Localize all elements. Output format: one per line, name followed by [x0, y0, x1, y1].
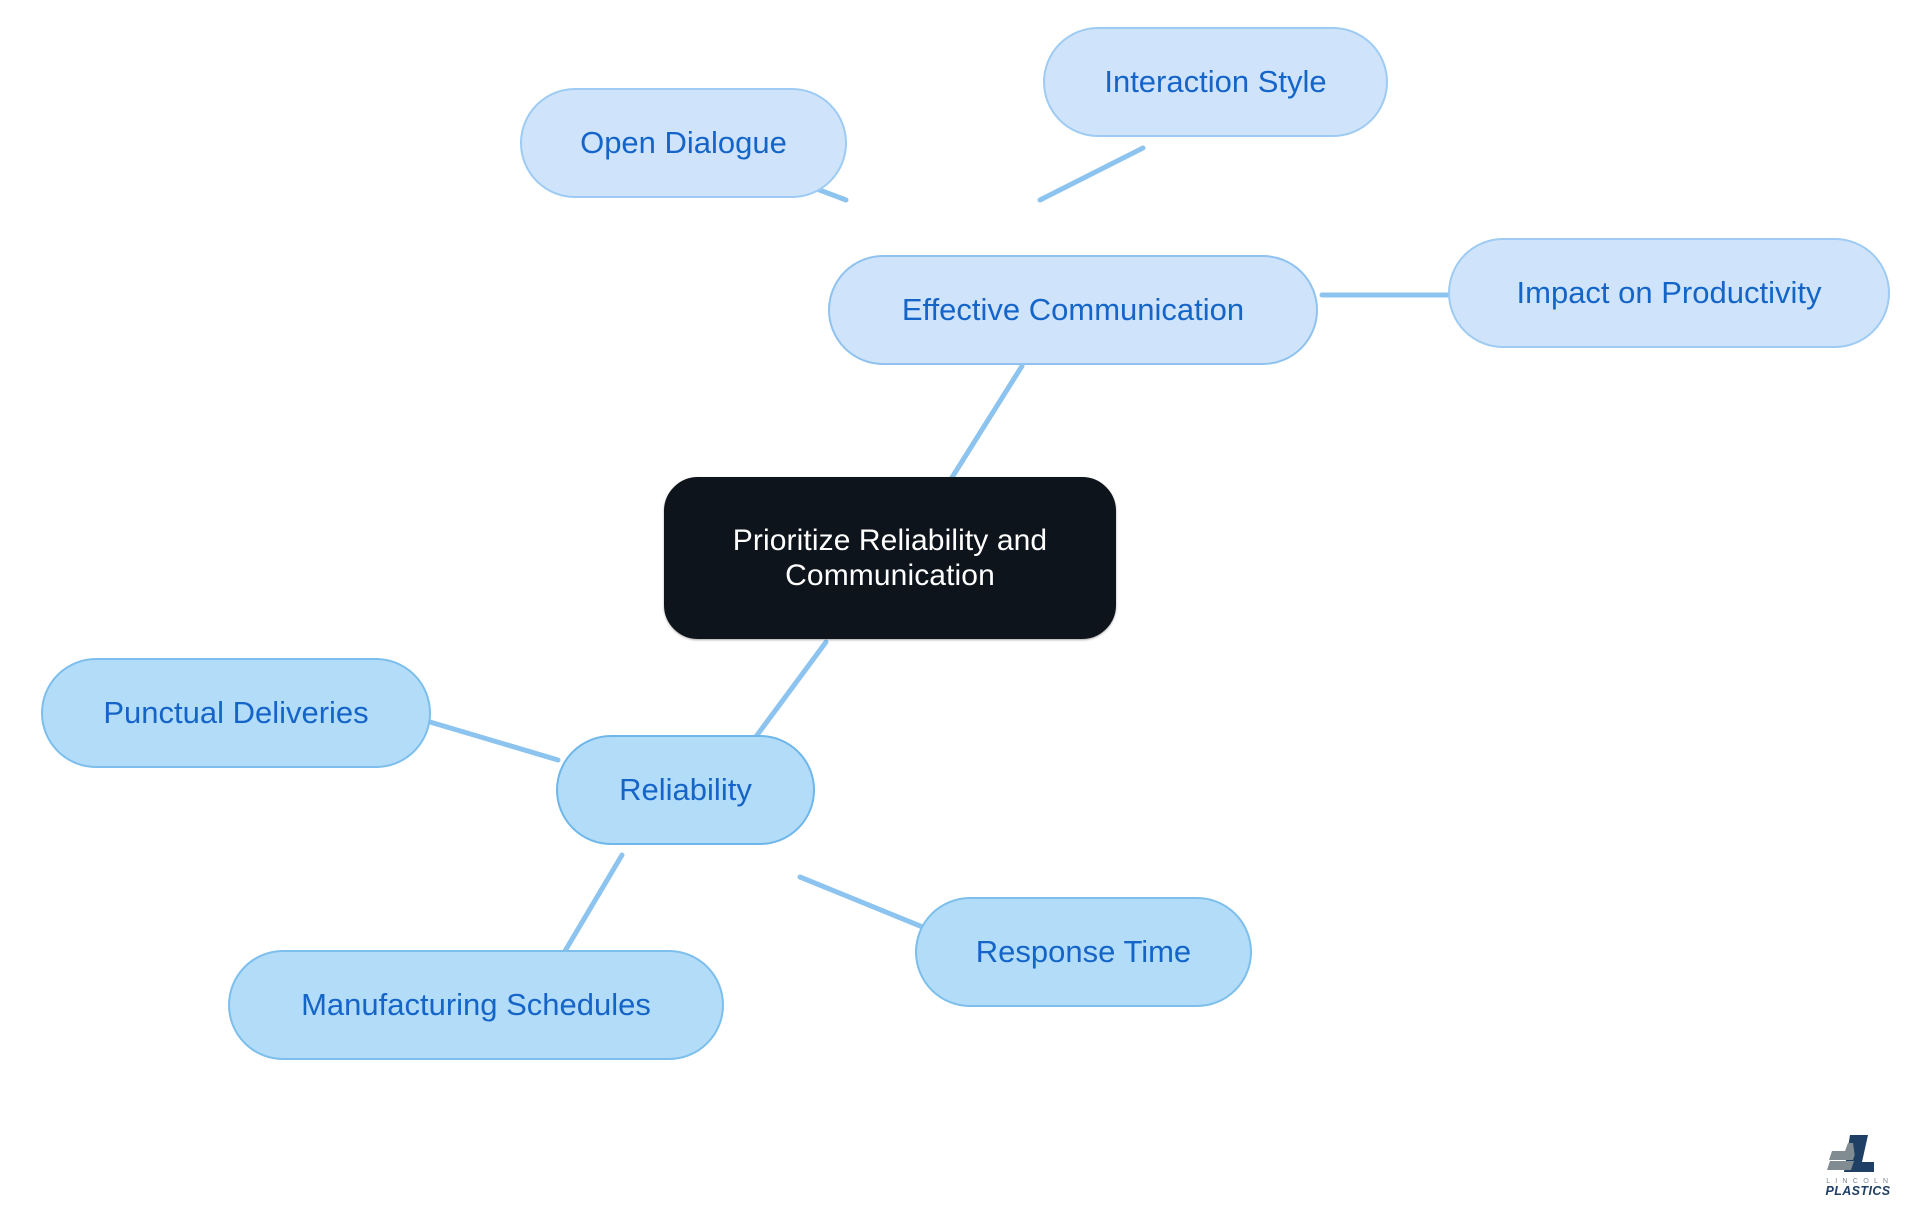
node-response-time-label: Response Time	[975, 933, 1192, 969]
edge-reliability-response-time	[797, 874, 933, 933]
logo-text-lincoln: L I N C O L N	[1826, 1176, 1889, 1185]
logo-mark	[1827, 1135, 1874, 1172]
edge-effective-communication-interaction-style	[1037, 145, 1146, 203]
node-impact-on-productivity-label: Impact on Productivity	[1516, 274, 1822, 310]
node-root-label: Prioritize Reliability and Communication	[732, 523, 1048, 592]
edge-reliability-punctual-deliveries	[427, 719, 561, 763]
lincoln-plastics-logo: L I N C O L N PLASTICS	[1825, 1135, 1890, 1198]
node-interaction-style[interactable]: Interaction Style	[1043, 27, 1388, 137]
node-effective-communication-label: Effective Communication	[901, 291, 1245, 327]
edge-root-effective-communication	[943, 363, 1025, 490]
node-open-dialogue-label: Open Dialogue	[580, 124, 787, 160]
node-manufacturing-schedules[interactable]: Manufacturing Schedules	[228, 950, 724, 1060]
node-reliability-label: Reliability	[619, 771, 752, 807]
node-effective-communication[interactable]: Effective Communication	[828, 255, 1318, 365]
node-reliability[interactable]: Reliability	[556, 735, 815, 845]
node-impact-on-productivity[interactable]: Impact on Productivity	[1448, 238, 1890, 348]
node-manufacturing-schedules-label: Manufacturing Schedules	[301, 986, 651, 1022]
edge-root-reliability	[749, 639, 829, 745]
node-response-time[interactable]: Response Time	[915, 897, 1252, 1007]
node-interaction-style-label: Interaction Style	[1104, 63, 1327, 99]
node-open-dialogue[interactable]: Open Dialogue	[520, 88, 847, 198]
logo-text-plastics: PLASTICS	[1825, 1184, 1890, 1198]
node-punctual-deliveries-label: Punctual Deliveries	[103, 694, 369, 730]
node-punctual-deliveries[interactable]: Punctual Deliveries	[41, 658, 431, 768]
node-root[interactable]: Prioritize Reliability and Communication	[664, 477, 1116, 639]
